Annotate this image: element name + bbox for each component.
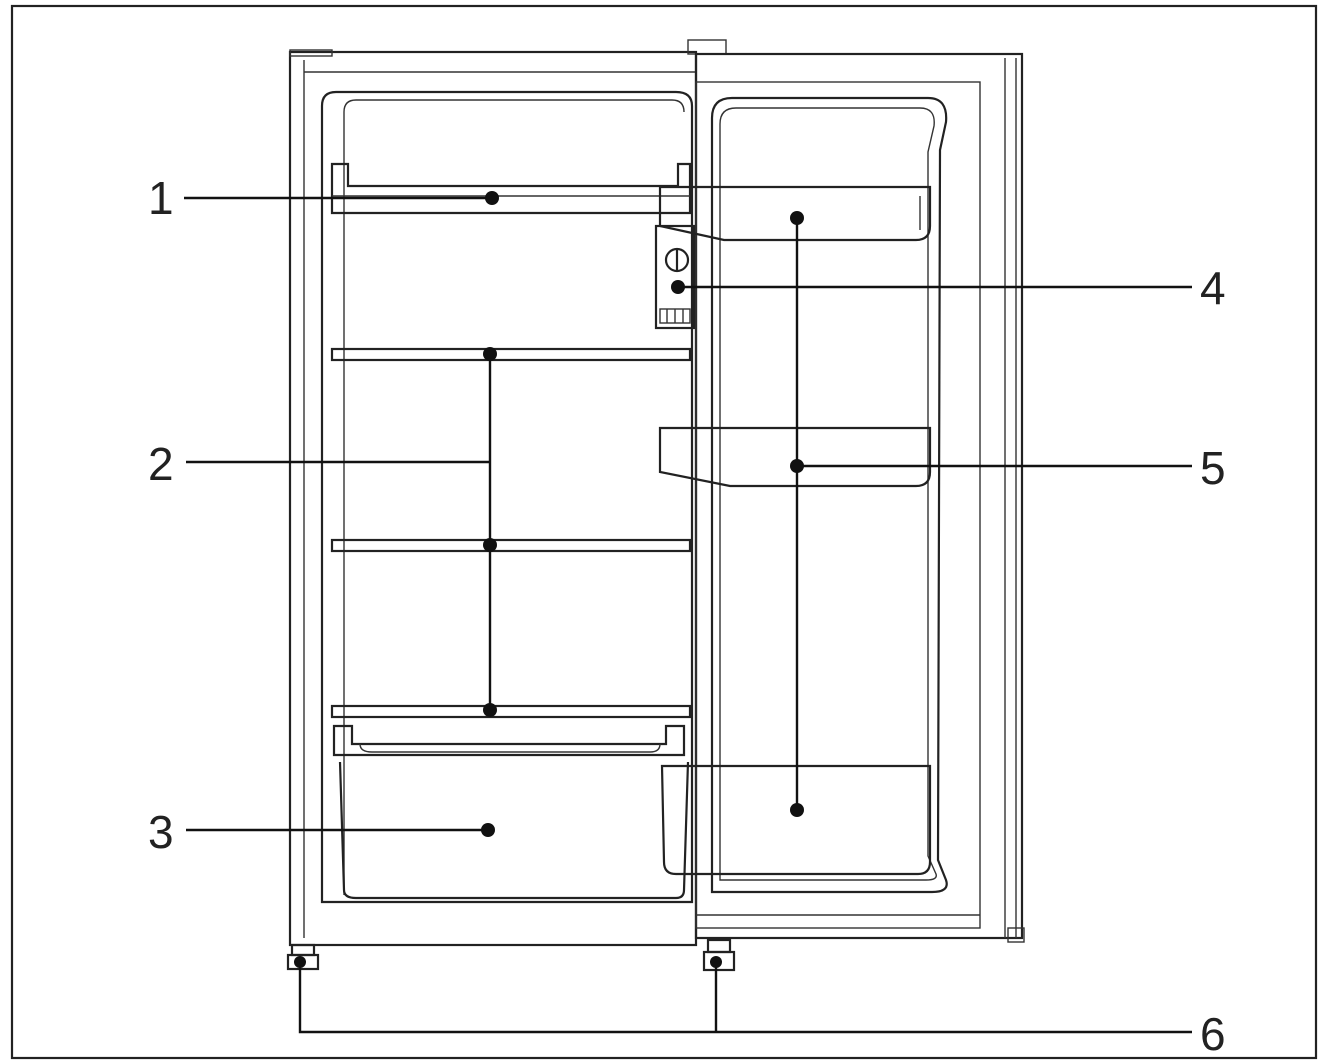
door-bin-middle — [658, 426, 932, 488]
callout-4: 4 — [1200, 262, 1226, 314]
callout-2: 2 — [148, 438, 174, 490]
callout-5: 5 — [1200, 442, 1226, 494]
leader-3 — [186, 823, 495, 837]
door-panel — [695, 81, 981, 929]
door-bin-top — [658, 185, 932, 242]
crisper-drawer — [332, 724, 690, 900]
leader-6 — [294, 956, 1192, 1034]
leader-5 — [790, 211, 1192, 817]
leader-1 — [184, 191, 499, 205]
outer-frame — [10, 4, 1318, 1060]
door-hinge-bottom — [1007, 927, 1025, 943]
cabinet — [288, 49, 698, 947]
callout-3: 3 — [148, 806, 174, 858]
cabinet-liner — [320, 90, 694, 904]
thermostat-control — [654, 224, 696, 330]
callout-1: 1 — [148, 172, 174, 224]
shelf-2 — [330, 538, 692, 553]
shelf-3 — [330, 704, 692, 719]
shelf-1 — [330, 347, 692, 362]
door — [687, 39, 1025, 943]
door-liner — [710, 96, 948, 894]
callout-6: 6 — [1200, 1008, 1226, 1060]
thermostat-knob-icon — [664, 247, 690, 273]
leveling-foot-left — [286, 943, 320, 971]
top-shelf — [330, 162, 692, 215]
door-bin-bottom — [660, 764, 932, 876]
cabinet-top-edge — [289, 49, 333, 57]
leader-4 — [671, 280, 1192, 294]
cabinet-liner-inner — [343, 99, 685, 895]
leader-2 — [186, 347, 497, 717]
leveling-foot-right — [702, 938, 736, 972]
